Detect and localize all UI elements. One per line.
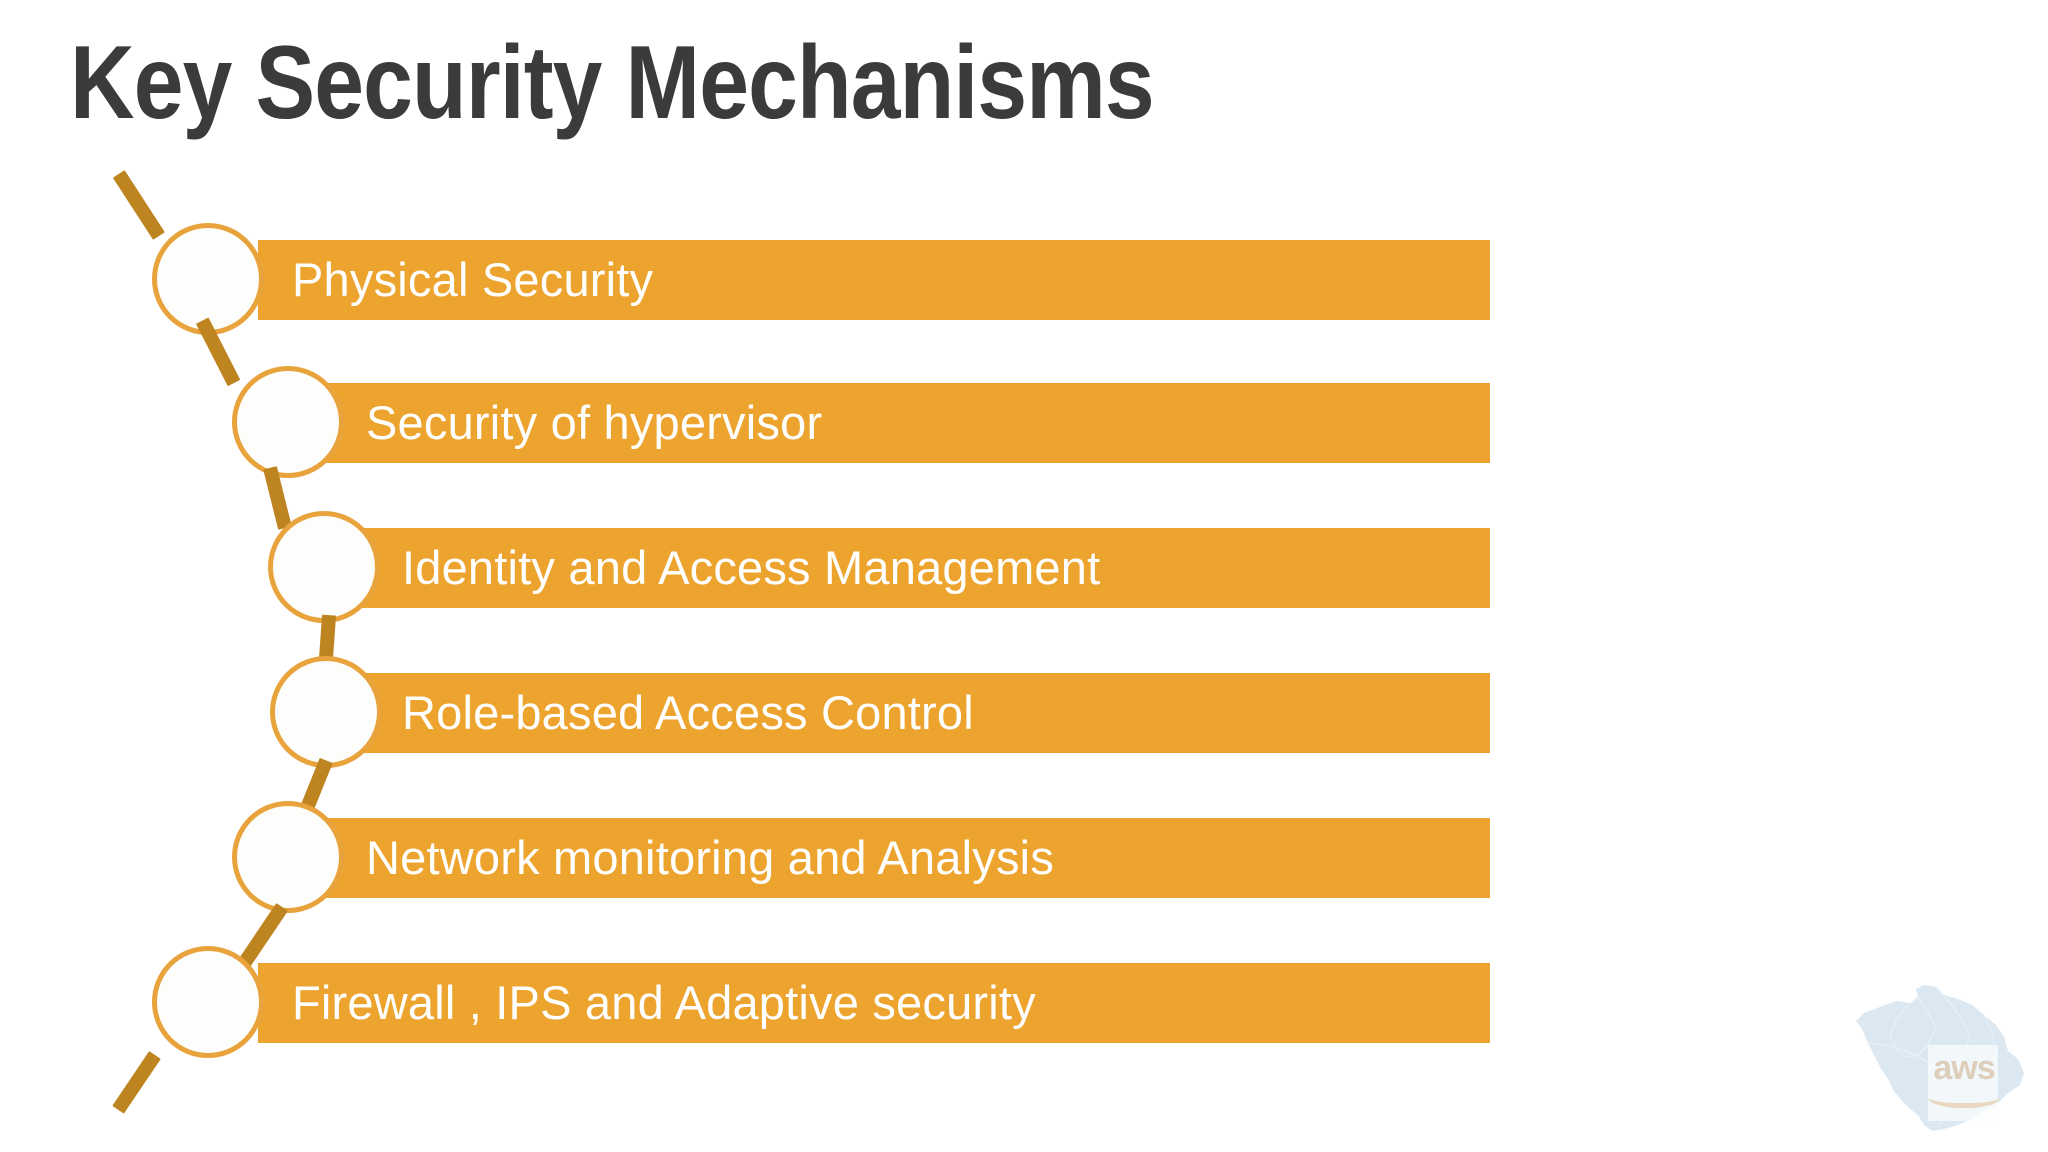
page-title: Key Security Mechanisms [70, 25, 1155, 141]
bar-3 [330, 528, 1490, 608]
bar-2 [300, 383, 1490, 463]
bar-label-3: Identity and Access Management [402, 541, 1101, 594]
node-2[interactable] [232, 366, 344, 478]
bar-5 [300, 818, 1490, 898]
bar-label-6: Firewall , IPS and Adaptive security [292, 976, 1036, 1029]
node-4[interactable] [270, 656, 382, 768]
connector-top-1 [112, 170, 165, 240]
bar-4 [330, 673, 1490, 753]
node-3[interactable] [268, 511, 380, 623]
bar-1 [258, 240, 1490, 320]
bar-label-4: Role-based Access Control [402, 686, 974, 739]
node-5[interactable] [232, 801, 344, 913]
connector-bottom-6 [112, 1051, 161, 1114]
bar-6 [258, 963, 1490, 1043]
bar-label-1: Physical Security [292, 253, 654, 306]
bar-label-5: Network monitoring and Analysis [366, 831, 1055, 884]
bar-label-2: Security of hypervisor [366, 396, 823, 449]
node-6[interactable] [152, 946, 264, 1058]
